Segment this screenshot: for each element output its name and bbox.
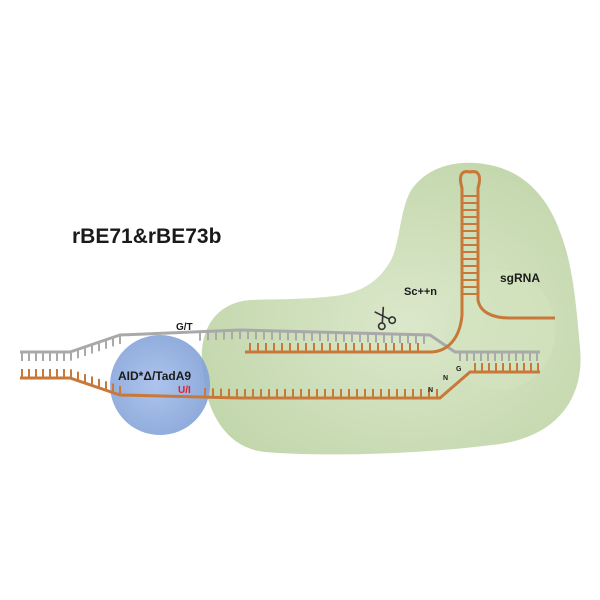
sgrna-stem-right [476,210,555,320]
sgrna-stem-pairs [462,195,478,295]
pam-n2-label: N [443,375,448,382]
sgrna-region-shade [445,270,555,390]
pam-n1-label: N [428,387,433,394]
target-strand-bases [21,363,539,398]
diagram-title: rBE71&rBE73b [72,225,221,248]
deaminase-label: AID*Δ/TadA9 [118,369,191,383]
sgrna-spacer [245,210,464,354]
scissors-icon [374,306,397,331]
mismatch-label: G/T [176,322,193,333]
pam-g-label: G [456,366,462,373]
deaminase-body [110,335,210,435]
sgrna-label: sgRNA [500,271,540,285]
sgrna-spacer-pairs [249,343,419,352]
nickase-label: Sc++n [404,286,437,298]
nontarget-strand-bases [21,330,538,361]
sgrna-hairpin-loop [458,170,482,210]
edit-label: U/I [178,385,191,396]
